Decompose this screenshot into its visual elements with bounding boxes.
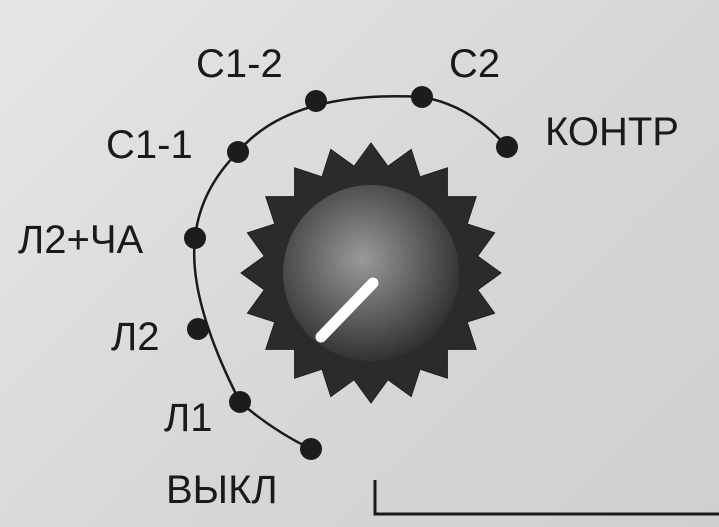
- position-label-c2: С2: [449, 42, 501, 86]
- position-label-l1: Л1: [164, 396, 213, 440]
- position-dot-c2[interactable]: [411, 86, 433, 108]
- position-label-c1-1: С1-1: [106, 123, 193, 167]
- position-dot-kontr[interactable]: [496, 136, 518, 158]
- panel-border-line: [373, 480, 719, 516]
- position-dot-l2cha[interactable]: [184, 227, 206, 249]
- position-dot-c1-1[interactable]: [227, 141, 249, 163]
- position-label-vykl: ВЫКЛ: [166, 468, 278, 512]
- position-dot-l2[interactable]: [187, 318, 209, 340]
- position-dot-vykl[interactable]: [300, 438, 322, 460]
- position-label-kontr: КОНТР: [545, 110, 679, 154]
- position-label-l2cha: Л2+ЧА: [18, 218, 144, 262]
- position-dot-c1-2[interactable]: [305, 90, 327, 112]
- scale-arc-upper: [237, 95, 508, 153]
- knob-pointer-indicator: [315, 277, 379, 343]
- scale-arc-left: [192, 151, 312, 451]
- position-label-c1-2: С1-2: [196, 42, 283, 86]
- position-label-l2: Л2: [111, 315, 160, 359]
- knob-cap[interactable]: [283, 185, 459, 361]
- position-dot-l1[interactable]: [229, 391, 251, 413]
